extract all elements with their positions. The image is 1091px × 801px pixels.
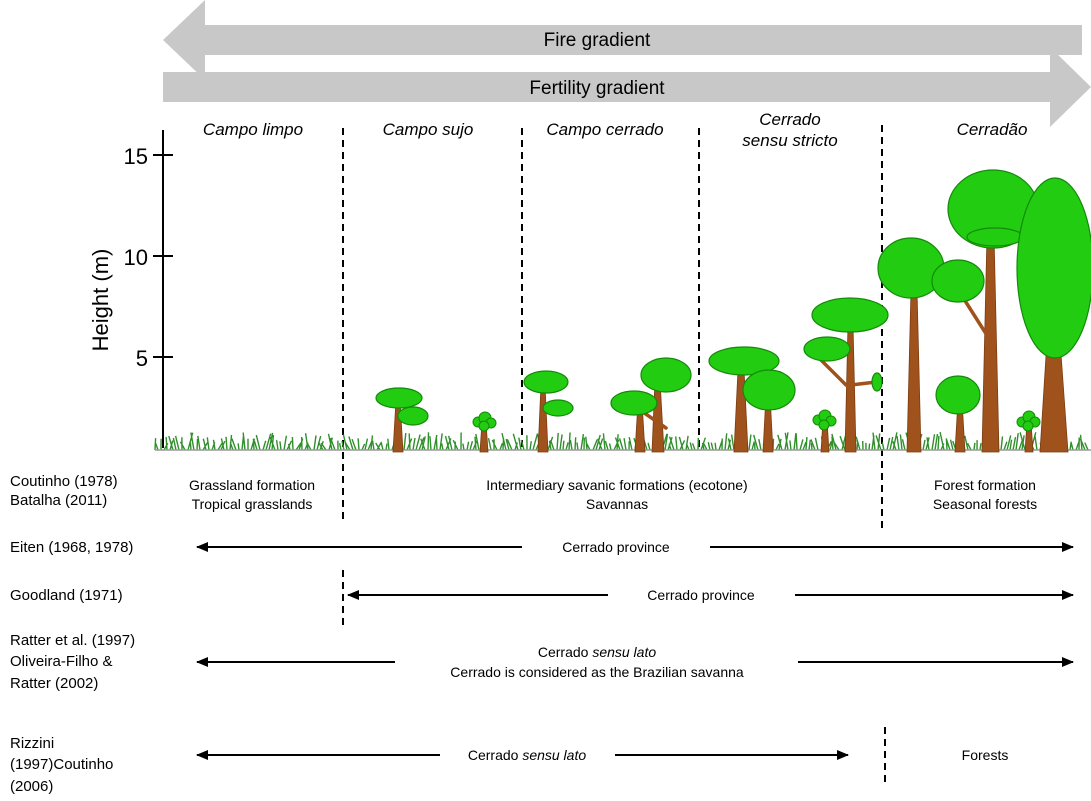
- intermediary-formations: Intermediary savanic formations (ecotone…: [486, 477, 747, 493]
- rizzini-forests: Forests: [962, 747, 1009, 763]
- author-coutinho-1978: Coutinho (1978): [10, 473, 118, 490]
- ratter-cerrado-sensu-lato: Cerrado sensu lato: [538, 644, 657, 660]
- author-goodland: Goodland (1971): [10, 587, 123, 604]
- tropical-grasslands: Tropical grasslands: [192, 496, 313, 512]
- formation-campo-sujo: Campo sujo: [383, 120, 474, 139]
- goodland-row: Goodland (1971) Cerrado province: [10, 587, 1074, 604]
- goodland-cerrado-province: Cerrado province: [647, 587, 755, 603]
- fertility-gradient-label: Fertility gradient: [529, 78, 665, 99]
- grassland-formation: Grassland formation: [189, 477, 315, 493]
- eiten-row: Eiten (1968, 1978) Cerrado province: [10, 539, 1074, 556]
- formation-cerrado-line2: sensu stricto: [742, 131, 837, 150]
- formation-campo-cerrado: Campo cerrado: [546, 120, 663, 139]
- grass-blades: [154, 431, 1089, 451]
- author-eiten: Eiten (1968, 1978): [10, 539, 133, 556]
- y-axis-label: Height (m): [88, 249, 113, 352]
- grass-strip: [154, 431, 1091, 451]
- seasonal-forests: Seasonal forests: [933, 496, 1037, 512]
- author-ratter-2002: Ratter (2002): [10, 675, 98, 692]
- trees: [375, 169, 1091, 453]
- author-rizzini: Rizzini: [10, 735, 54, 752]
- fire-gradient-label: Fire gradient: [544, 30, 651, 51]
- y-tick-15: 15: [124, 144, 148, 169]
- formation-cerradao: Cerradão: [957, 120, 1028, 139]
- author-batalha-2011: Batalha (2011): [10, 492, 107, 509]
- fertility-gradient-arrow: Fertility gradient: [163, 47, 1091, 127]
- author-coutinho-2006: (2006): [10, 778, 53, 795]
- y-axis: 15 10 5 Height (m): [88, 130, 173, 448]
- y-tick-5: 5: [136, 346, 148, 371]
- author-oliveira-filho: Oliveira-Filho &: [10, 653, 113, 670]
- formation-campo-limpo: Campo limpo: [203, 120, 303, 139]
- rizzini-cerrado-sensu-lato: Cerrado sensu lato: [468, 747, 587, 763]
- formation-separators: [342, 125, 886, 785]
- ratter-row: Ratter et al. (1997) Oliveira-Filho & Ra…: [10, 632, 1074, 692]
- ratter-brazilian-savanna: Cerrado is considered as the Brazilian s…: [450, 664, 744, 680]
- author-rizzini-coutinho: (1997)Coutinho: [10, 756, 113, 773]
- fire-gradient-arrow: Fire gradient: [163, 0, 1082, 80]
- rizzini-row: Rizzini (1997)Coutinho (2006) Cerrado se…: [10, 735, 1008, 795]
- forest-formation: Forest formation: [934, 477, 1036, 493]
- author-ratter-1997: Ratter et al. (1997): [10, 632, 135, 649]
- savannas-label: Savannas: [586, 496, 648, 512]
- eiten-cerrado-province: Cerrado province: [562, 539, 670, 555]
- y-tick-10: 10: [124, 245, 148, 270]
- formation-cerrado-line1: Cerrado: [759, 110, 820, 129]
